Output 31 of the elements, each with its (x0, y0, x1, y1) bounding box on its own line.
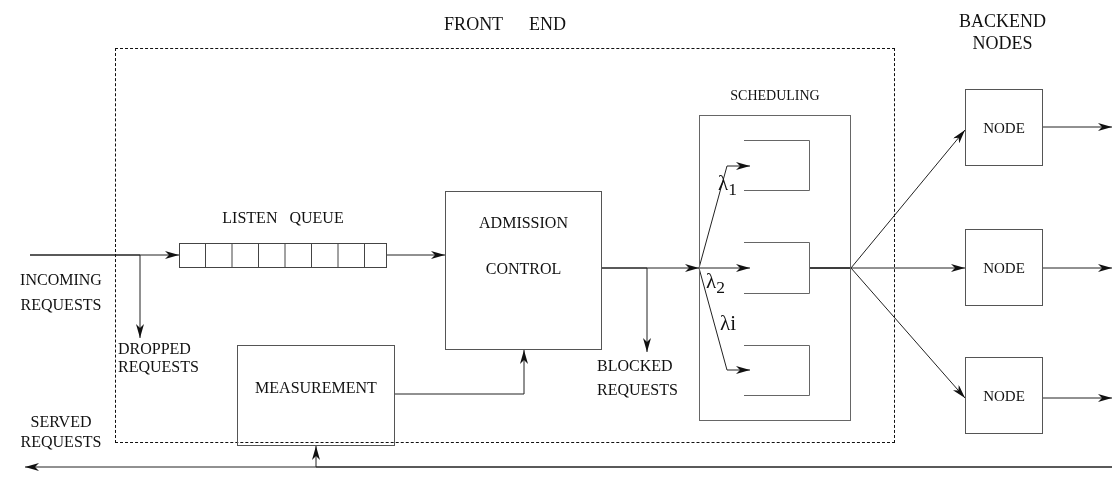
arrow (1042, 123, 1113, 131)
box-label: NODE (982, 259, 1026, 278)
arrow (394, 349, 528, 395)
arrow (1042, 264, 1113, 272)
box-label: MEASUREMENT (254, 378, 378, 398)
process-box (965, 357, 1043, 434)
queue-label: LISTEN QUEUE (221, 208, 345, 228)
arrow (312, 445, 1113, 468)
annotation-text: SERVED REQUESTS (6, 410, 116, 467)
edge-label: λ$_{1}$ (718, 172, 737, 201)
section-heading: SCHEDULING (729, 87, 821, 105)
box-label: NODE (982, 387, 1026, 406)
arrow (29, 254, 144, 339)
arrow (698, 264, 751, 272)
process-box (965, 229, 1043, 306)
process-box (237, 345, 395, 446)
section-heading: FRONT END (443, 13, 567, 36)
annotation-text: DROPPED REQUESTS (118, 338, 222, 378)
edge-label: λ$_{2}$ (706, 270, 725, 299)
arrow (386, 251, 446, 259)
annotation-text: INCOMING REQUESTS (6, 255, 116, 319)
edge-label: λi (720, 312, 737, 334)
process-box (445, 191, 602, 350)
box-label: NODE (982, 119, 1026, 138)
arrow (809, 267, 966, 399)
arrow (1042, 394, 1113, 402)
arrow (601, 264, 700, 272)
section-heading: BACKEND NODES (958, 10, 1047, 54)
box-label: ADMISSION CONTROL (478, 213, 569, 279)
process-box (965, 89, 1043, 166)
annotation-text: BLOCKED REQUESTS (597, 352, 701, 400)
